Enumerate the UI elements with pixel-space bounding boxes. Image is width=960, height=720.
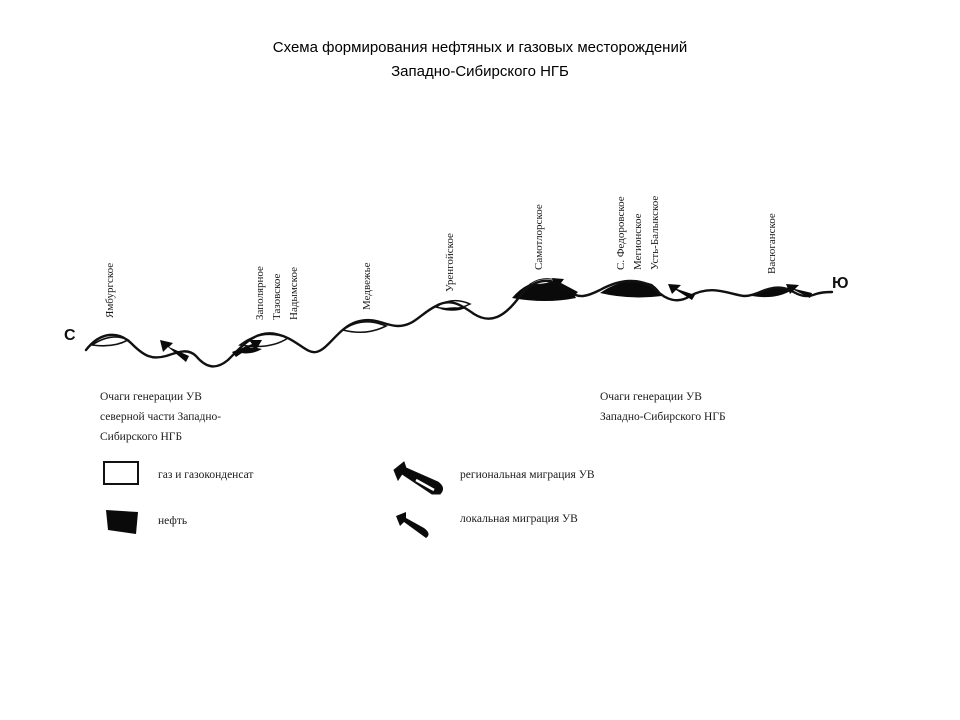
field-label-megionskoe: Мегионское bbox=[632, 213, 644, 270]
legend-gas-label: газ и газоконденсат bbox=[158, 469, 253, 481]
legend-regional-label: региональная миграция УВ bbox=[460, 469, 595, 481]
regional-migration-icon bbox=[393, 461, 444, 495]
accumulations bbox=[89, 278, 792, 354]
local-migration-arrow-1 bbox=[160, 340, 189, 362]
local-migration-arrow-4 bbox=[668, 284, 695, 300]
south-end-label: Ю bbox=[832, 275, 849, 292]
legend-item-oil: нефть bbox=[106, 510, 187, 534]
field-label-samotlor: Самотлорское bbox=[533, 204, 545, 270]
field-label-urengoy: Уренгойское bbox=[444, 233, 456, 292]
oil-deposit-fedorovskoe bbox=[600, 281, 662, 298]
field-label-nadymskoe: Надымское bbox=[288, 267, 300, 320]
field-label-vasyuganskoe: Васюганское bbox=[766, 213, 778, 274]
local-migration-arrow-2 bbox=[232, 340, 262, 357]
field-labels: Ямбургское Заполярное Тазовское Надымско… bbox=[104, 196, 778, 320]
generation-south-caption: Очаги генерации УВ Западно-Сибирского НГ… bbox=[600, 391, 726, 423]
generation-north-caption: Очаги генерации УВ северной части Западн… bbox=[100, 391, 221, 443]
oil-deposit-samotlor bbox=[512, 280, 576, 301]
profile-line bbox=[84, 279, 834, 368]
oil-deposit-vasyugan bbox=[752, 287, 792, 298]
legend-oil-label: нефть bbox=[158, 515, 187, 527]
field-label-fedorovskoe: С. Федоровское bbox=[615, 196, 627, 270]
local-migration-arrows bbox=[160, 278, 812, 362]
slide-title: Схема формирования нефтяных и газовых ме… bbox=[0, 36, 960, 84]
local-migration-arrow-5 bbox=[786, 284, 812, 298]
generation-south-line-1: Очаги генерации УВ bbox=[600, 391, 702, 403]
generation-north-line-3: Сибирского НГБ bbox=[100, 431, 182, 443]
local-migration-arrow-3 bbox=[552, 278, 578, 296]
legend-item-local: локальная миграция УВ bbox=[396, 512, 578, 538]
field-label-zapolyarnoe: Заполярное bbox=[254, 266, 266, 320]
generation-south-line-2: Западно-Сибирского НГБ bbox=[600, 411, 726, 423]
oil-swatch bbox=[106, 510, 138, 534]
generation-north-line-2: северной части Западно- bbox=[100, 411, 221, 423]
field-label-yamburg: Ямбургское bbox=[104, 263, 116, 318]
legend-local-label: локальная миграция УВ bbox=[460, 513, 578, 525]
field-label-medvezhye: Медвежье bbox=[361, 262, 373, 310]
regional-migration-icon-hollow bbox=[415, 478, 435, 492]
legend: газ и газоконденсат нефть региональная м… bbox=[103, 461, 595, 538]
legend-item-regional: региональная миграция УВ bbox=[393, 461, 595, 495]
field-label-tazovskoe: Тазовское bbox=[271, 273, 283, 320]
gas-deposit-medvezhye bbox=[341, 321, 388, 334]
field-label-ust-balykskoe: Усть-Балыкское bbox=[649, 196, 661, 270]
local-migration-icon bbox=[396, 512, 429, 538]
title-line-1: Схема формирования нефтяных и газовых ме… bbox=[272, 39, 688, 56]
gas-swatch bbox=[103, 461, 139, 485]
title-line-2: Западно-Сибирского НГБ bbox=[391, 63, 569, 80]
oil-deposit-urengoy bbox=[440, 307, 466, 311]
legend-item-gas: газ и газоконденсат bbox=[103, 461, 253, 485]
generation-north-line-1: Очаги генерации УВ bbox=[100, 391, 202, 403]
north-end-label: С bbox=[64, 327, 76, 344]
